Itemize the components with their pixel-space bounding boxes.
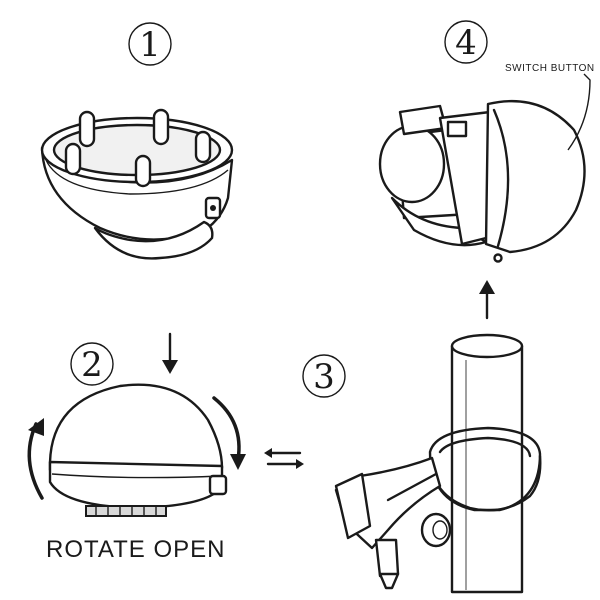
pole-top [450, 333, 524, 359]
step-4-marker: 4 [444, 20, 488, 64]
lamp-dome-closed [48, 383, 228, 517]
assembled-dome [484, 100, 586, 254]
clamp-ring-lower [428, 454, 542, 512]
down-arrow [162, 332, 178, 374]
step-2-circle [70, 342, 114, 386]
clamp-knob [420, 512, 452, 548]
lamp-assembled: SWITCH BUTTON [378, 63, 595, 263]
assembled-clamp-top [398, 104, 448, 136]
switch-button-label: SWITCH BUTTON [505, 63, 595, 74]
prong-5 [134, 154, 152, 188]
rotate-arrow-right-curve [212, 396, 241, 462]
exchange-arrow-left-head [264, 448, 272, 458]
rotate-arrow-left-head [28, 418, 44, 436]
rotate-arrow-right [212, 396, 246, 470]
base-bulge [93, 220, 214, 260]
step-3-number: 3 [313, 357, 335, 397]
step-3-marker: 3 [302, 354, 346, 398]
prong-2 [152, 108, 170, 146]
lamp-base-open [40, 108, 234, 260]
dome-band [48, 460, 224, 510]
step-1-circle [128, 22, 172, 66]
exchange-arrows [264, 448, 304, 469]
rotate-arrow-left-curve [27, 422, 44, 500]
clamp-ring-inner [438, 436, 532, 458]
prong-4 [64, 142, 82, 176]
pole [450, 344, 524, 594]
prong-3 [194, 130, 212, 164]
dome-top [48, 383, 224, 472]
switch-button-leader [567, 73, 591, 151]
base-prongs [64, 108, 212, 188]
step-2-number: 2 [81, 345, 103, 385]
clamp-bolt [374, 538, 400, 578]
dome-grip [85, 505, 167, 517]
prong-1 [78, 110, 96, 148]
clamp-plate [334, 472, 372, 540]
step-1-marker: 1 [128, 22, 172, 66]
base-band [45, 159, 229, 195]
rotate-arrow-right-head [230, 454, 246, 470]
up-arrow [479, 280, 495, 320]
dome-band-line [51, 473, 221, 479]
rotate-arrow-left [27, 418, 44, 500]
exchange-arrow-right-head [296, 459, 304, 469]
up-arrow-head [479, 280, 495, 294]
step-4-number: 4 [455, 23, 477, 63]
step-4-circle [444, 20, 488, 64]
assembled-pole-end [378, 124, 446, 204]
rotate-open-caption: ROTATE OPEN [46, 536, 226, 563]
pole-with-clamp [334, 333, 542, 594]
assembled-dome-screw [493, 253, 503, 263]
assembled-dome-edge [492, 108, 510, 248]
dome-screw [208, 474, 228, 496]
step-1-number: 1 [139, 25, 161, 65]
step-3-circle [302, 354, 346, 398]
down-arrow-head [162, 360, 178, 374]
base-screw-head [210, 205, 216, 211]
step-2-marker: 2 [70, 342, 114, 386]
